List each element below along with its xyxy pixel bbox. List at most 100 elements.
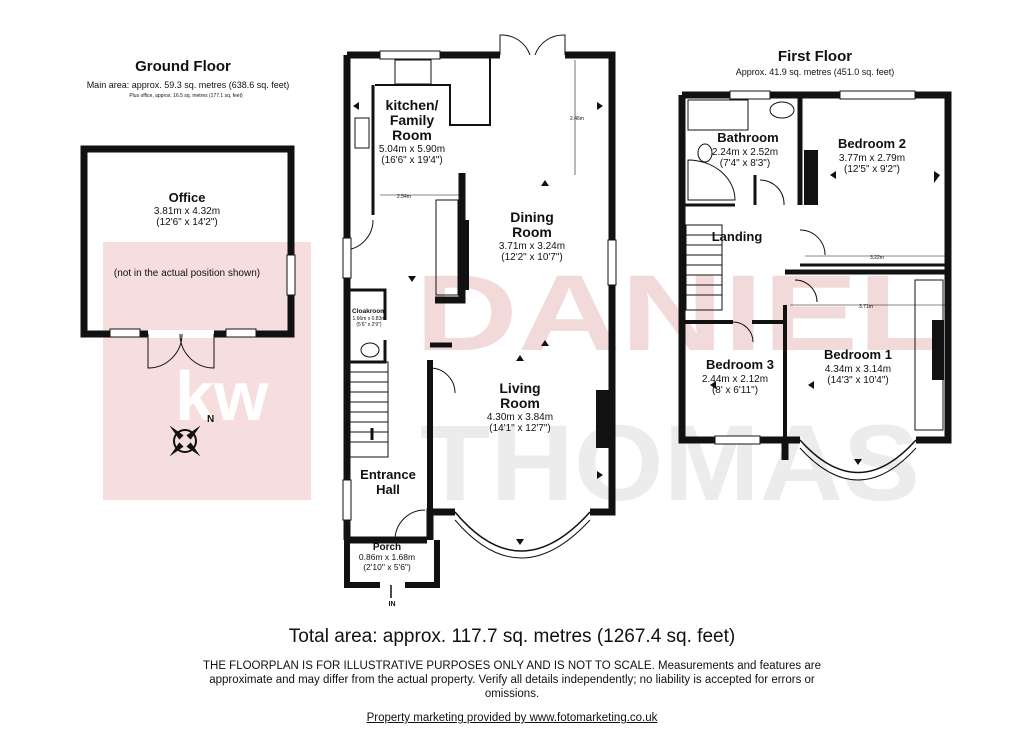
bathroom-metric: 2.24m x 2.52m — [712, 147, 778, 158]
hob — [354, 117, 370, 149]
direction-marker — [408, 276, 416, 282]
first-floor-area: Approx. 41.9 sq. metres (451.0 sq. feet) — [736, 67, 895, 77]
bed3-door — [732, 321, 754, 343]
office-metric: 3.81m x 4.32m — [154, 206, 220, 217]
compass-north-label: N — [207, 414, 214, 425]
entrance-label-1: Entrance — [360, 467, 416, 482]
direction-marker — [710, 381, 716, 389]
dining-wall — [435, 173, 466, 304]
bedroom3-label: Bedroom 3 — [706, 357, 774, 372]
bedroom1-label: Bedroom 1 — [824, 347, 892, 362]
bedroom3-metric: 2.44m x 2.12m — [702, 374, 768, 385]
bathroom-imperial: (7'4" x 8'3") — [720, 158, 770, 169]
direction-marker — [516, 539, 524, 545]
bedroom3-imperial: (8' x 6'11") — [712, 385, 758, 396]
office-door — [147, 333, 183, 369]
watermark: kw DANIEL THOMAS — [103, 242, 945, 523]
direction-markers — [353, 102, 940, 545]
direction-marker — [597, 102, 603, 110]
office-window — [109, 328, 141, 338]
office-plan: Office 3.81m x 4.32m (12'6" x 14'2") (no… — [80, 145, 296, 369]
dining-window — [607, 239, 617, 286]
bed2-width-label: 3.22m — [870, 255, 884, 261]
bed1-bay-window-inner — [799, 447, 917, 481]
bed1-width-label: 3.71m — [859, 304, 873, 310]
bedroom2-label: Bedroom 2 — [838, 136, 906, 151]
first-floor-plan — [678, 90, 952, 481]
shower — [687, 159, 736, 201]
bathroom-toilet — [697, 143, 713, 163]
first-floor-title: First Floor — [778, 48, 852, 65]
watermark-line2: THOMAS — [420, 402, 920, 523]
kitchen-width-label: 2.54m — [397, 194, 411, 200]
direction-marker — [541, 180, 549, 186]
floorplan-drawing: kw DANIEL THOMAS Ground Floor Main area:… — [80, 34, 952, 608]
kitchen-window — [379, 50, 441, 60]
bedroom1-imperial: (14'3" x 10'4") — [827, 375, 889, 386]
kitchen-label-1: kitchen/ — [386, 97, 439, 113]
entrance-label-2: Hall — [376, 482, 400, 497]
bathroom-door — [759, 179, 785, 206]
office-window — [225, 328, 257, 338]
ground-floor-main-area: Main area: approx. 59.3 sq. metres (638.… — [87, 80, 290, 90]
ground-floor-title: Ground Floor — [135, 58, 231, 75]
living-metric: 4.30m x 3.84m — [487, 412, 553, 423]
dining-imperial: (12'2" x 10'7") — [501, 252, 563, 263]
ground-floor-plan — [342, 34, 617, 588]
direction-marker — [516, 355, 524, 361]
direction-marker — [830, 171, 836, 179]
hall-window — [342, 479, 352, 521]
living-door — [429, 367, 456, 394]
bed1-chimney — [932, 320, 944, 380]
total-area: Total area: approx. 117.7 sq. metres (12… — [288, 626, 736, 647]
bed1-door — [794, 279, 818, 303]
living-bay-window — [454, 511, 591, 552]
office-door — [179, 333, 215, 369]
kitchen-metric: 5.04m x 5.90m — [379, 144, 445, 155]
office-imperial: (12'6" x 14'2") — [156, 217, 218, 228]
kitchen-imperial: (16'6" x 19'4") — [381, 155, 443, 166]
living-label-1: Living — [499, 380, 540, 396]
cloakroom-toilet — [360, 342, 380, 358]
first-stairs — [685, 224, 723, 311]
kitchen-worktop — [375, 55, 491, 126]
kitchen-label-3: Room — [392, 127, 432, 143]
porch-metric: 0.86m x 1.68m — [359, 552, 415, 562]
disclaimer: THE FLOORPLAN IS FOR ILLUSTRATIVE PURPOS… — [202, 660, 821, 700]
direction-marker — [597, 471, 603, 479]
porch-door — [394, 509, 426, 541]
office-door-gap — [148, 330, 214, 338]
compass: N — [169, 414, 214, 457]
dining-metric: 3.71m x 3.24m — [499, 241, 565, 252]
credit-link[interactable]: Property marketing provided by www.fotom… — [366, 712, 658, 724]
kitchen-label-2: Family — [390, 112, 435, 128]
dining-label-2: Room — [512, 224, 552, 240]
landing-label: Landing — [712, 229, 763, 244]
bathroom-window — [729, 90, 771, 100]
bathroom-walls — [682, 175, 757, 207]
office-label: Office — [169, 190, 206, 205]
dining-unit — [435, 199, 459, 296]
living-fireplace — [596, 390, 610, 448]
french-doors — [499, 34, 566, 56]
bed1-wardrobe — [914, 279, 944, 431]
porch-label: Porch — [373, 542, 401, 553]
first-floor-labels: Bathroom 2.24m x 2.52m (7'4" x 8'3") Bed… — [702, 130, 906, 396]
bed2-chimney — [804, 150, 818, 205]
living-bay-window-inner — [454, 519, 591, 559]
direction-marker — [854, 459, 862, 465]
direction-marker — [541, 340, 549, 346]
direction-marker — [808, 381, 814, 389]
ground-floor-labels: kitchen/ Family Room 5.04m x 5.90m (16'6… — [352, 97, 584, 608]
living-label-2: Room — [500, 395, 540, 411]
ground-floor-office-area: Plus office, approx. 16.5 sq. metres (17… — [129, 93, 243, 99]
living-imperial: (14'1" x 12'7") — [489, 423, 551, 434]
dining-chimney — [459, 220, 469, 290]
watermark-logo-box — [103, 242, 311, 500]
bed1-bay-window — [799, 439, 917, 474]
compass-arrows — [169, 425, 201, 457]
cloakroom-label: Cloakroom — [352, 308, 386, 315]
direction-marker — [934, 171, 940, 183]
hall-window — [342, 237, 352, 279]
bedroom2-imperial: (12'5" x 9'2") — [844, 164, 900, 175]
